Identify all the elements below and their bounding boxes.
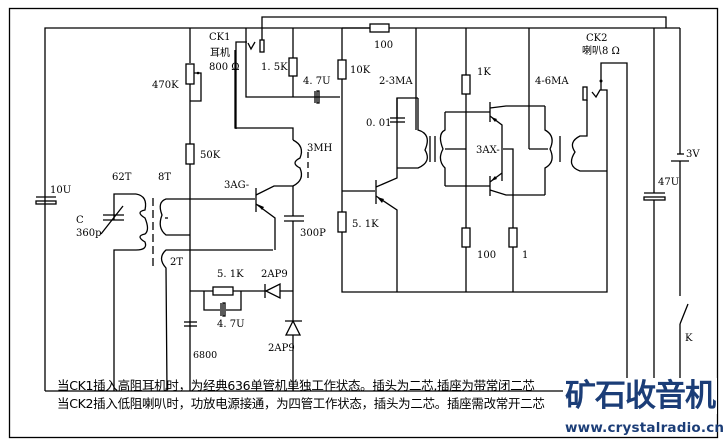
watermark-title: 矿石收音机 [563,378,717,414]
wire [203,291,220,311]
label-62t: 62T [112,172,132,183]
label-2ap9-shunt: 2AP9 [268,343,295,354]
label-ck1: CK1 [209,32,230,43]
label-ck2-desc: 喇叭8 Ω [582,45,620,57]
ck2-contact-dot [599,79,603,83]
capacitor-0-01 [390,117,405,123]
label-4u7-detector: 4. 7U [217,319,245,330]
label-1-emitter: 1 [522,250,528,261]
outer-frame [8,7,719,439]
label-3ag: 3AG- [224,180,249,191]
wiper-dot [196,71,200,75]
wire [113,193,136,220]
driver-transformer-secondary [439,112,446,186]
note-line-2: 当CK2插入低阻喇叭时，功放电源接通，为四管工作状态，插头为二芯。插座需改常开二… [57,396,545,411]
wire [234,50,294,140]
switch-k[interactable] [679,303,689,325]
ck1-contact [247,41,256,51]
label-ck1-desc: 耳机 [210,46,230,59]
variable-capacitor-360p [100,205,124,235]
label-100-top: 100 [374,40,393,51]
label-2-3ma: 2-3MA [379,76,413,87]
label-300p: 300P [300,228,326,239]
label-10k: 10K [350,65,371,76]
label-1k5: 1. 5K [261,62,288,73]
resistor-5k1-emitter [337,211,347,233]
label-50k: 50K [200,150,221,161]
resistor-1k5 [288,57,298,77]
potentiometer-470k [185,63,195,85]
note-line-1: 当CK1插入高阻耳机时，为经典636单管机单独工作状态。插头为二芯,插座为带常闭… [57,378,535,393]
label-c: C [76,215,84,226]
wire [503,148,514,228]
transistor-q2 [375,97,418,292]
label-47u: 47U [658,177,679,188]
label-100-emitter: 100 [477,250,496,261]
transistor-q1-3ag [190,185,293,250]
label-5k1-detector: 5. 1K [217,269,244,280]
wire [341,93,608,293]
ck1-sleeve [235,41,247,129]
wire [600,62,628,391]
ck2-contact [591,89,608,99]
transistor-q3-3ax [489,102,545,181]
label-ck1-imp: 800 Ω [209,62,240,73]
driver-transformer-primary [397,98,428,169]
diode-2ap9-shunt [284,319,302,336]
resistor-10k [337,59,347,80]
choke-3mh [292,139,303,187]
wire [226,291,242,311]
transistor-q4-3ax [489,172,545,196]
label-360p: 360p [76,228,102,239]
top-rail [44,16,680,191]
label-470k: 470K [152,80,179,91]
ck1-tip [259,39,265,53]
ck2-tip [582,86,588,101]
label-10u: 10U [50,185,71,196]
label-4u7-coupling: 4. 7U [303,76,331,87]
label-2ap9-series: 2AP9 [261,269,288,280]
label-0-01: 0. 01 [366,118,391,129]
wire [245,28,340,98]
capacitor-6800 [184,321,197,327]
label-3mh: 3MH [307,143,333,154]
output-transformer-secondary [570,100,607,172]
diode-2ap9-series [264,282,281,300]
resistor-100-emitter [461,227,471,248]
capacitor-4u7-coupling [314,90,320,104]
label-1k: 1K [477,67,491,78]
label-2t: 2T [170,257,183,268]
resistor-5k1-detector [212,286,234,296]
label-ck2: CK2 [586,33,607,44]
label-3v: 3V [686,149,700,160]
label-5k1-emitter: 5. 1K [352,219,379,230]
capacitor-47u [643,192,666,201]
capacitor-300p [284,215,304,222]
capacitor-4u7-detector [220,302,226,317]
resistor-50k [185,143,195,165]
output-transformer-primary [544,106,553,195]
label-6800: 6800 [193,350,217,361]
resistor-1k [461,74,471,95]
label-3ax: 3AX- [476,145,500,156]
label-k: K [685,333,693,344]
coil-2t [160,249,273,392]
wire [113,249,136,391]
label-4-6ma: 4-6MA [535,76,569,87]
coil-62t [135,193,149,251]
label-8t: 8T [158,172,171,183]
resistor-100-top [369,23,390,33]
resistor-1-emitter [508,227,518,248]
capacitor-10u [35,196,57,205]
coil-8t [159,198,190,236]
watermark-url: www.crystalradio.cn [565,420,725,436]
